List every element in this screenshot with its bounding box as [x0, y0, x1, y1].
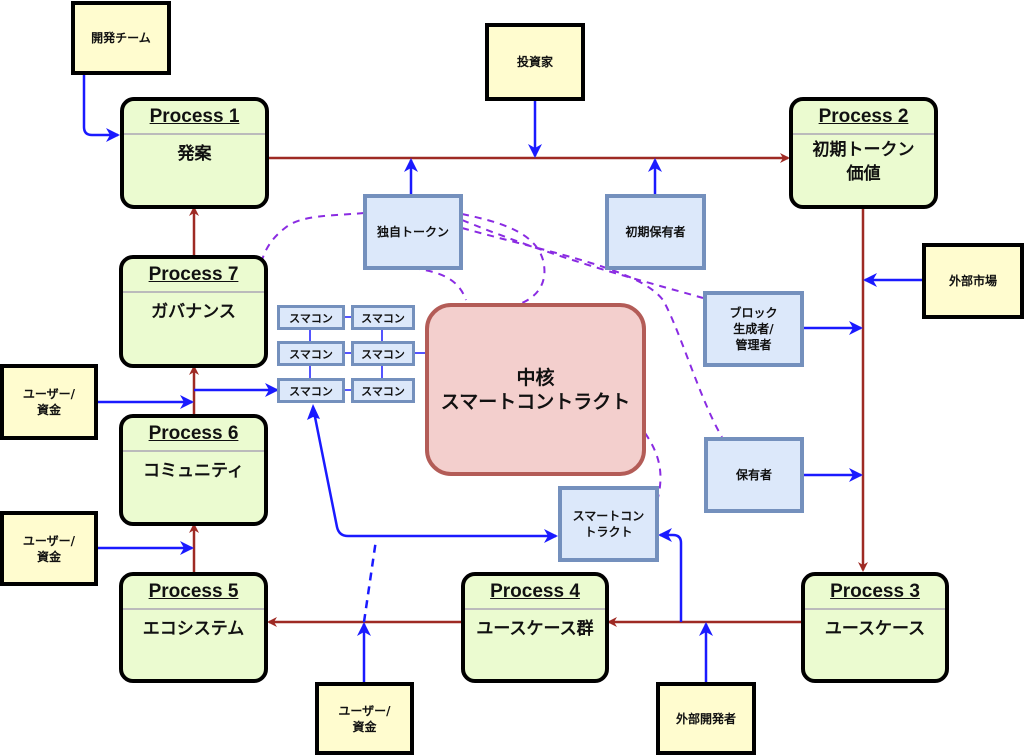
dashed-token-p7	[261, 212, 365, 261]
process-title: Process 6	[123, 418, 264, 452]
entity-holders[interactable]: 保有者	[704, 437, 804, 513]
entity-label: 保有者	[735, 468, 772, 482]
process-title: Process 2	[793, 101, 934, 135]
process-label: コミュニティ	[143, 461, 244, 481]
smacon-r3c2[interactable]: スマコン	[351, 378, 415, 403]
arrow-devteam-p1	[82, 73, 120, 142]
dashed-token-core2	[461, 213, 546, 304]
actor-label: 外部開発者	[675, 711, 736, 726]
process-label: 初期トークン 価値	[812, 140, 915, 184]
actor-external-market[interactable]: 外部市場	[922, 243, 1024, 319]
smacon-label: スマコン	[289, 311, 333, 325]
process-label: ユースケース	[824, 619, 926, 639]
dashed-token-holders	[461, 227, 723, 438]
smacon-r2c2[interactable]: スマコン	[351, 341, 415, 366]
actor-label: 開発チーム	[91, 31, 151, 45]
entity-block-producers[interactable]: ブロック 生成者/ 管理者	[703, 291, 804, 367]
actor-dev-team[interactable]: 開発チーム	[71, 1, 171, 75]
process-3[interactable]: Process 3 ユースケース	[801, 572, 949, 683]
process-label: エコシステム	[142, 619, 245, 639]
actor-label: 投資家	[516, 55, 553, 69]
process-label: 発案	[177, 144, 212, 164]
entity-label: ブロック 生成者/ 管理者	[729, 306, 778, 352]
core-label: 中核 スマートコントラクト	[440, 366, 631, 413]
process-7[interactable]: Process 7 ガバナンス	[119, 255, 268, 368]
entity-label: 初期保有者	[625, 225, 686, 239]
arrow-flow-smartcontract	[658, 528, 683, 622]
dashed-user3-smacon	[362, 539, 378, 623]
entity-label: スマートコン トラクト	[572, 509, 645, 539]
process-1[interactable]: Process 1 発案	[120, 97, 269, 209]
process-label: ガバナンス	[151, 302, 236, 322]
actor-investor[interactable]: 投資家	[485, 23, 585, 101]
smacon-label: スマコン	[289, 384, 333, 398]
dashed-token-core1	[412, 267, 467, 301]
process-title: Process 7	[123, 259, 264, 293]
smacon-r2c1[interactable]: スマコン	[277, 341, 345, 366]
entity-own-token[interactable]: 独自トークン	[363, 194, 463, 270]
actor-external-developer[interactable]: 外部開発者	[656, 682, 756, 755]
process-title: Process 4	[465, 576, 605, 610]
smacon-label: スマコン	[361, 384, 405, 398]
process-title: Process 1	[124, 101, 265, 135]
actor-user-funds-1[interactable]: ユーザー/ 資金	[0, 364, 98, 440]
actor-label: 外部市場	[948, 274, 997, 288]
smacon-label: スマコン	[361, 311, 405, 325]
smacon-r1c1[interactable]: スマコン	[277, 305, 345, 330]
actor-label: ユーザー/ 資金	[22, 387, 76, 417]
process-5[interactable]: Process 5 エコシステム	[119, 572, 268, 683]
process-title: Process 3	[805, 576, 945, 610]
entity-initial-holders[interactable]: 初期保有者	[605, 194, 706, 270]
process-label: ユースケース群	[476, 619, 594, 639]
actor-label: ユーザー/ 資金	[22, 533, 76, 564]
core-smart-contract[interactable]: 中核 スマートコントラクト	[425, 303, 646, 476]
smacon-r3c1[interactable]: スマコン	[277, 378, 345, 403]
actor-label: ユーザー/ 資金	[338, 703, 391, 734]
smacon-label: スマコン	[361, 347, 405, 361]
smacon-label: スマコン	[289, 347, 333, 361]
process-title: Process 5	[123, 576, 264, 610]
entity-label: 独自トークン	[376, 225, 449, 239]
entity-smart-contract[interactable]: スマートコン トラクト	[558, 486, 659, 562]
actor-user-funds-3[interactable]: ユーザー/ 資金	[315, 682, 414, 755]
process-2[interactable]: Process 2 初期トークン 価値	[789, 97, 938, 209]
arrow-smacon-smartcontract	[311, 406, 558, 543]
arrow-smacon-head	[307, 404, 320, 420]
process-4[interactable]: Process 4 ユースケース群	[461, 572, 609, 683]
smacon-r1c2[interactable]: スマコン	[351, 305, 415, 330]
actor-user-funds-2[interactable]: ユーザー/ 資金	[0, 511, 98, 586]
process-6[interactable]: Process 6 コミュニティ	[119, 414, 268, 526]
